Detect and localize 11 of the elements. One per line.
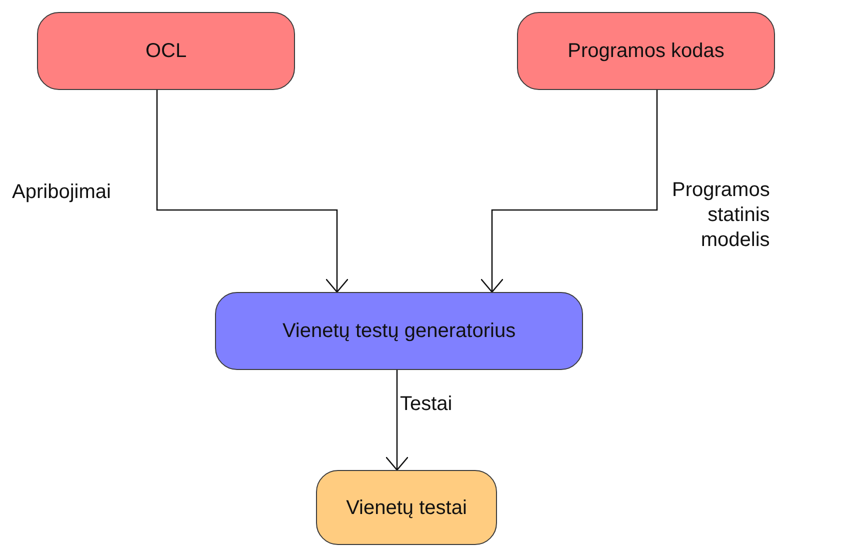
arrow — [156, 90, 349, 293]
box-label: Vienetų testų generatorius — [282, 319, 516, 343]
box-label: Programos kodas — [568, 39, 724, 63]
arrow — [385, 370, 409, 471]
process-box — [37, 12, 295, 90]
process-box — [517, 12, 775, 90]
box-label: Vienetų testai — [346, 496, 467, 520]
arrow — [480, 90, 658, 293]
box-label: OCL — [145, 39, 187, 63]
process-box — [316, 470, 497, 545]
process-box — [215, 292, 583, 370]
